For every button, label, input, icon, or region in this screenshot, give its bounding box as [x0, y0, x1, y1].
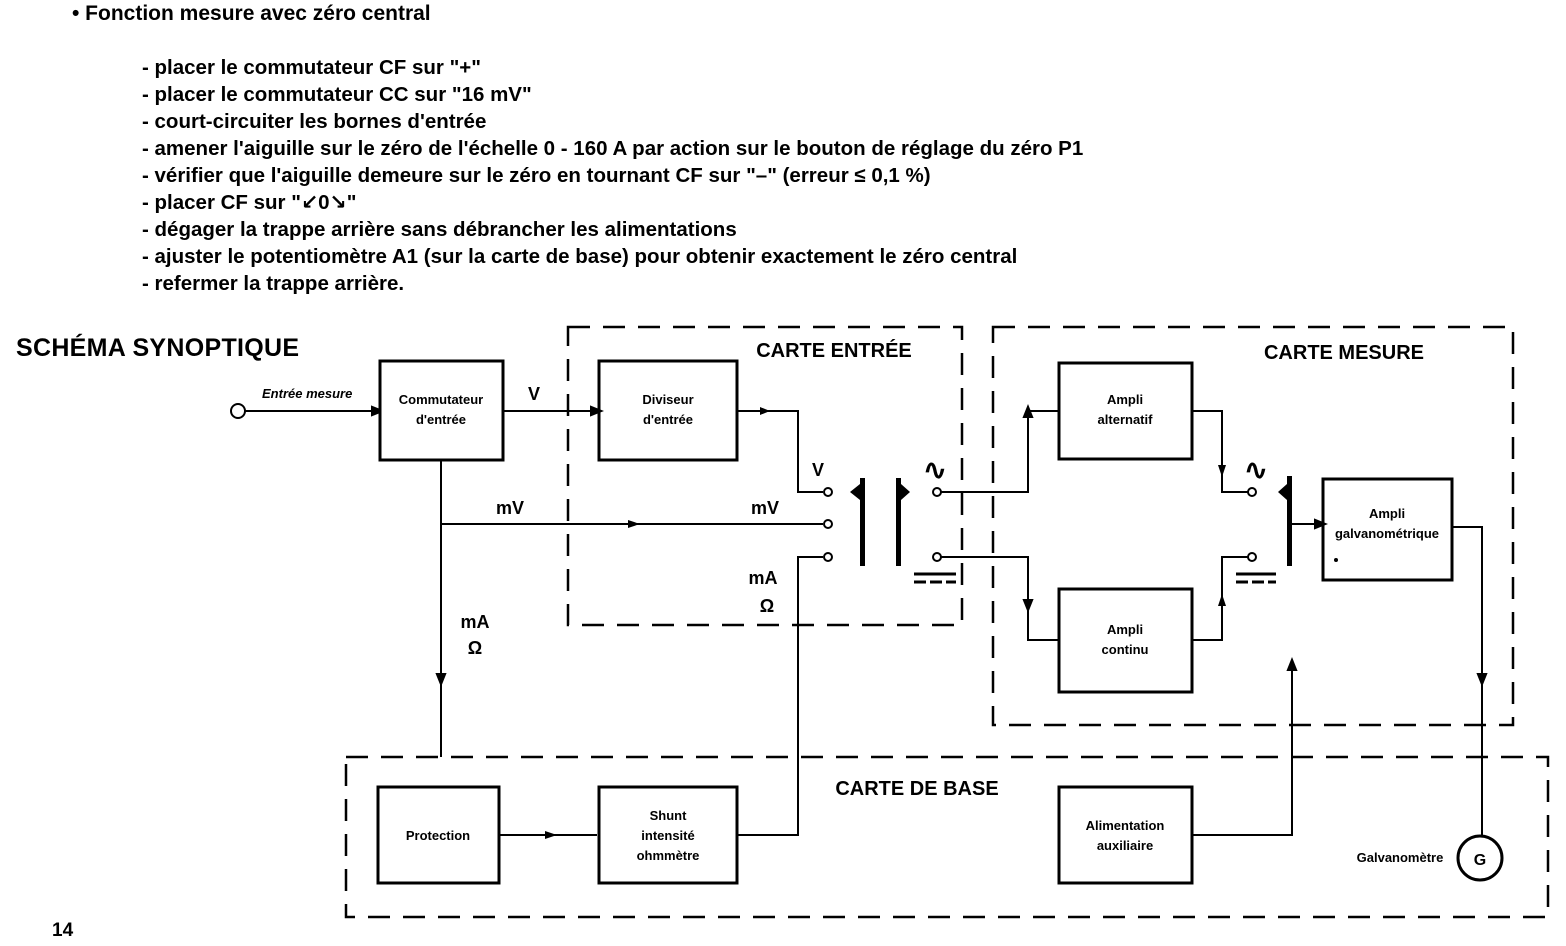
switch-terminal-ac: [932, 487, 942, 497]
block-ampli-galvanometrique-line: Ampli: [1369, 506, 1405, 521]
switch-contact: [901, 484, 910, 500]
block-ampli-galvanometrique: Ampli galvanométrique: [1321, 477, 1454, 582]
block-ampli-galvanometrique-line: galvanométrique: [1335, 526, 1439, 541]
switch-blade-input: [860, 478, 865, 566]
procedure-step: - placer le commutateur CF sur "+": [142, 56, 481, 79]
wire-alimentation: [1192, 657, 1298, 836]
block-commutateur-line: Commutateur: [399, 392, 484, 407]
block-commutateur: Commutateur d'entrée: [378, 359, 505, 462]
procedure-step: - vérifier que l'aiguille demeure sur le…: [142, 164, 931, 187]
wire-diviseur-out: [737, 410, 823, 493]
galvanometer-letter: G: [1474, 852, 1486, 869]
diagram-title: SCHÉMA SYNOPTIQUE: [16, 334, 300, 362]
block-ampli-alternatif: Ampli alternatif: [1057, 361, 1194, 461]
block-protection: Protection: [376, 785, 501, 885]
block-diviseur: Diviseur d'entrée: [597, 359, 739, 462]
card-mesure-label: CARTE MESURE: [1264, 342, 1424, 364]
ac-symbol: ∿: [922, 454, 947, 487]
procedure-step: - court-circuiter les bornes d'entrée: [142, 110, 487, 133]
galvanometer-symbol: [1456, 834, 1504, 882]
card-mesure-outline: [991, 325, 1515, 727]
procedure-step: - placer le commutateur CC sur "16 mV": [142, 83, 532, 106]
wire-ac-out: [1192, 410, 1249, 493]
wire-galvano-out: [1452, 526, 1488, 687]
dc-symbol-out: [1236, 572, 1276, 584]
ac-symbol-out: ∿: [1243, 454, 1268, 487]
wire-shunt-out: [737, 556, 823, 836]
wire-dc-in: [941, 556, 1034, 613]
switch-blade-output: [1287, 476, 1292, 566]
signal-ohm-switch-label: Ω: [760, 596, 774, 616]
switch-terminal-dc: [932, 552, 942, 562]
card-entree-label: CARTE ENTRÉE: [756, 339, 912, 362]
procedure-step: - refermer la trappe arrière.: [142, 272, 405, 295]
block-alimentation: Alimentation auxiliaire: [1057, 785, 1194, 885]
input-label: Entrée mesure: [262, 386, 352, 401]
block-shunt-line: ohmmètre: [637, 848, 700, 863]
card-base-outline: [344, 755, 1550, 919]
signal-ma-switch-label: mA: [748, 568, 777, 588]
block-ampli-continu-line: continu: [1102, 642, 1149, 657]
block-shunt-line: Shunt: [650, 808, 687, 823]
signal-v-switch-label: V: [812, 460, 824, 480]
galvanometer-label: Galvanomètre: [1357, 850, 1444, 865]
input-terminal: [230, 403, 246, 419]
procedure-steps: - placer le commutateur CF sur "+" - pla…: [142, 54, 1083, 297]
switch-terminal-out-dc: [1247, 552, 1257, 562]
section-heading: • Fonction mesure avec zéro central: [72, 2, 431, 25]
signal-v-label: V: [528, 384, 540, 404]
signal-ohm-label: Ω: [468, 638, 482, 658]
dc-symbol: [914, 572, 956, 584]
procedure-step: - amener l'aiguille sur le zéro de l'éch…: [142, 137, 1084, 160]
signal-mv-label: mV: [496, 498, 524, 518]
block-diviseur-line: Diviseur: [642, 392, 693, 407]
block-protection-line: Protection: [406, 828, 470, 843]
switch-terminal-out-ac: [1247, 487, 1257, 497]
procedure-step: - ajuster le potentiomètre A1 (sur la ca…: [142, 245, 1018, 268]
block-ampli-alternatif-line: alternatif: [1098, 412, 1154, 427]
block-ampli-continu-line: Ampli: [1107, 622, 1143, 637]
page-number: 14: [52, 920, 74, 941]
block-shunt: Shunt intensité ohmmètre: [597, 785, 739, 885]
switch-contact: [850, 484, 860, 500]
switch-terminal: [823, 519, 833, 529]
block-diviseur-line: d'entrée: [643, 412, 693, 427]
block-ampli-alternatif-line: Ampli: [1107, 392, 1143, 407]
switch-blade-acdc: [896, 478, 901, 566]
card-base-label: CARTE DE BASE: [835, 778, 998, 800]
switch-contact: [1278, 484, 1287, 500]
block-alimentation-line: Alimentation: [1086, 818, 1165, 833]
block-commutateur-line: d'entrée: [416, 412, 466, 427]
wire-ac-in: [941, 404, 1034, 493]
switch-terminal: [823, 487, 833, 497]
wire-dc-in-end: [1027, 606, 1059, 641]
block-alimentation-line: auxiliaire: [1097, 838, 1153, 853]
procedure-step: - dégager la trappe arrière sans débranc…: [142, 218, 737, 241]
block-ampli-continu: Ampli continu: [1057, 587, 1194, 694]
switch-terminal: [823, 552, 833, 562]
signal-mv-switch-label: mV: [751, 498, 779, 518]
block-shunt-line: intensité: [641, 828, 694, 843]
signal-ma-label: mA: [460, 612, 489, 632]
procedure-step: - placer CF sur "↙0↘": [142, 191, 357, 214]
card-entree-outline: [566, 325, 964, 627]
